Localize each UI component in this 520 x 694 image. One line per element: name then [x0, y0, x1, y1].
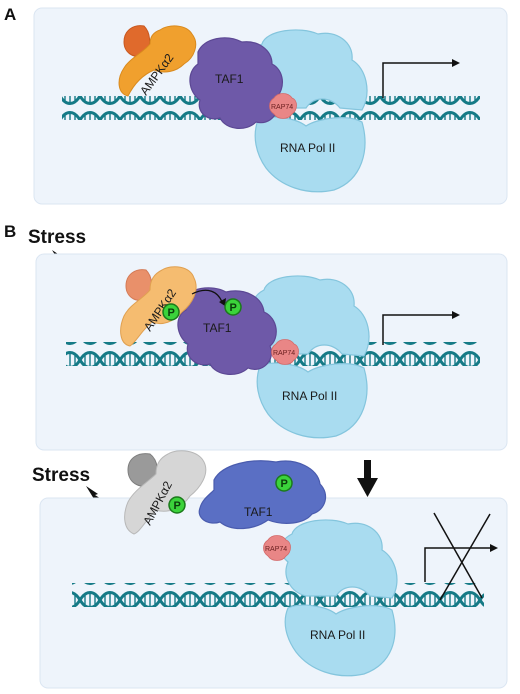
phospho-badge-taf1-b-lower — [275, 474, 293, 492]
rap74-label-b-lower: RAP74 — [265, 546, 287, 553]
phospho-label-taf1-b-lower: P — [281, 478, 288, 490]
phospho-label-ampk-b-lower: P — [174, 500, 181, 512]
rna-pol-ii-complex-b-lower — [280, 519, 398, 677]
taf1-label-b-lower: TAF1 — [244, 505, 273, 519]
polii-label-a: RNA Pol II — [280, 141, 335, 155]
blocked-transcription-arrow — [424, 544, 498, 582]
ampk-alpha2-complex-b-upper — [120, 266, 197, 347]
cross-mark-icon — [433, 512, 491, 601]
taf1-protein-b-lower — [198, 460, 327, 530]
dna-strand-b-lower — [72, 583, 484, 607]
panel-b-letter: B — [4, 222, 16, 241]
rap74-label-a: RAP74 — [271, 104, 293, 111]
phospho-badge-ampk-b-lower — [168, 496, 186, 514]
lightning-icon-bottom — [86, 486, 118, 511]
transcription-arrow-a — [382, 59, 460, 98]
rap74-protein-b-upper — [271, 339, 299, 365]
rap74-protein-a — [269, 93, 297, 119]
phosphorylation-arrowhead — [219, 298, 226, 306]
phospho-badge-taf1-b-upper — [224, 298, 242, 316]
phosphorylation-arrow-b-upper — [191, 289, 223, 303]
phospho-label-taf1-b-upper: P — [230, 302, 237, 314]
ampk-alpha2-complex-b-lower — [124, 450, 207, 535]
rap74-label-b-upper: RAP74 — [273, 350, 295, 357]
rna-pol-ii-complex-a — [250, 29, 368, 193]
transcription-arrow-b-upper — [382, 311, 460, 345]
stress-label-top: Stress — [28, 227, 86, 248]
rna-pol-ii-complex-b-upper — [252, 275, 370, 439]
stress-label-bottom: Stress — [32, 465, 90, 486]
phospho-label-ampk-b-upper: P — [168, 307, 175, 319]
taf1-label-b-upper: TAF1 — [203, 321, 232, 335]
rap74-protein-b-lower — [263, 535, 291, 561]
taf1-label-a: TAF1 — [215, 72, 244, 86]
panel-a-letter: A — [4, 5, 16, 24]
taf1-protein-a — [189, 37, 283, 129]
phospho-badge-ampk-b-upper — [162, 303, 180, 321]
polii-label-b-lower: RNA Pol II — [310, 628, 365, 642]
polii-label-b-upper: RNA Pol II — [282, 389, 337, 403]
transition-arrow-down — [357, 460, 378, 497]
taf1-protein-b-upper — [177, 287, 277, 375]
ampk-alpha2-complex-a — [118, 25, 197, 97]
